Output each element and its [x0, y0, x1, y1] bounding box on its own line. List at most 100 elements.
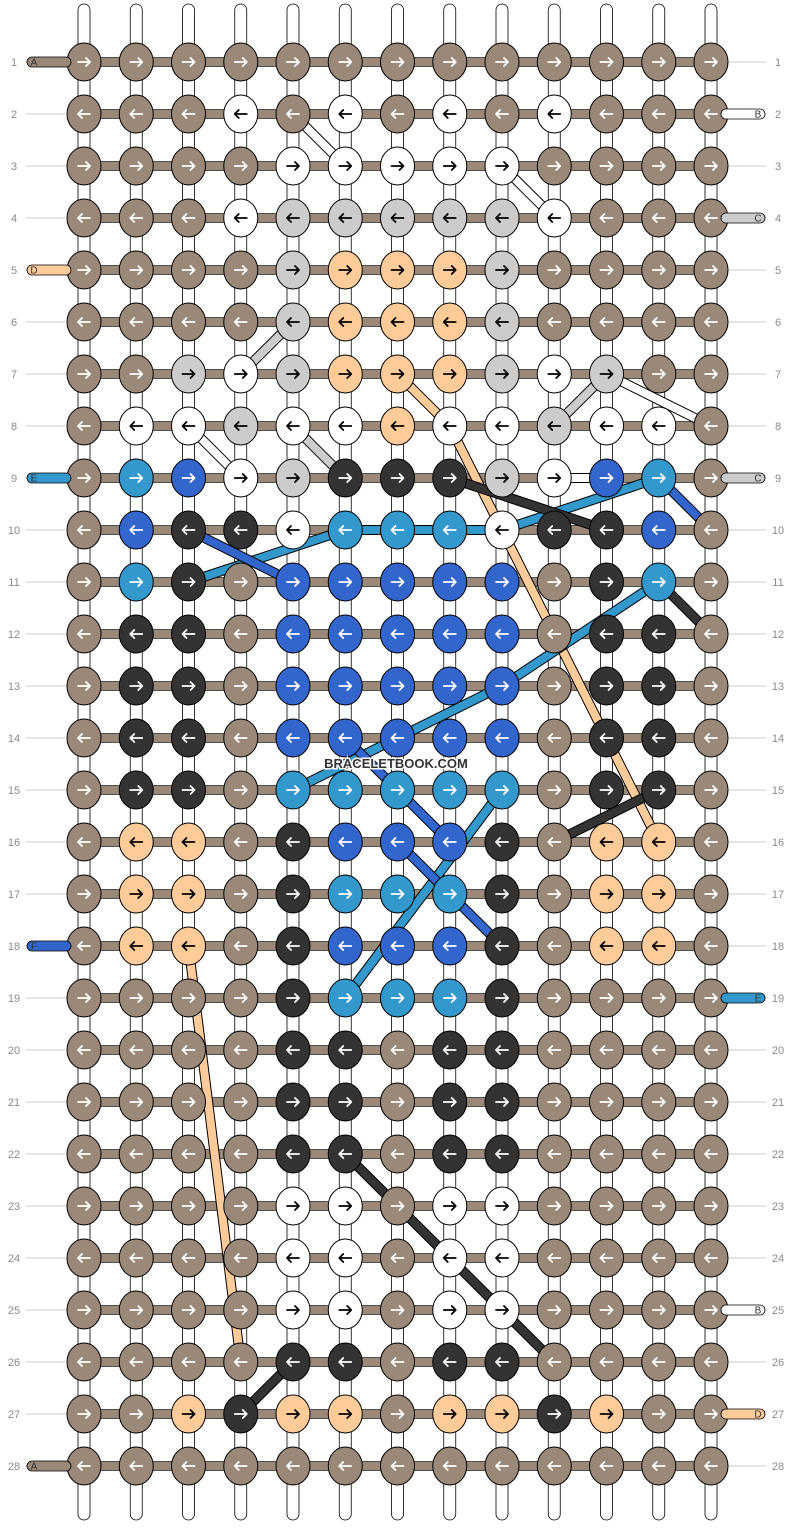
knot[interactable] [327, 250, 363, 290]
knot[interactable] [484, 42, 520, 82]
knot[interactable] [432, 94, 468, 134]
knot[interactable] [223, 926, 259, 966]
knot[interactable] [432, 510, 468, 550]
knot[interactable] [589, 1134, 624, 1174]
knot[interactable] [223, 666, 259, 706]
knot[interactable] [66, 1186, 102, 1226]
knot[interactable] [223, 1394, 259, 1434]
knot[interactable] [589, 1082, 624, 1122]
knot[interactable] [275, 458, 311, 498]
knot[interactable] [693, 666, 729, 706]
knot[interactable] [641, 1186, 677, 1226]
knot[interactable] [118, 562, 154, 602]
knot[interactable] [484, 354, 520, 394]
knot[interactable] [380, 94, 415, 134]
knot[interactable] [432, 146, 468, 186]
knot[interactable] [223, 1446, 259, 1486]
knot[interactable] [223, 1238, 259, 1278]
knot[interactable] [118, 978, 154, 1018]
knot[interactable] [118, 250, 154, 290]
knot[interactable] [66, 822, 102, 862]
knot[interactable] [171, 146, 206, 186]
knot[interactable] [223, 198, 259, 238]
knot[interactable] [380, 1394, 415, 1434]
knot[interactable] [589, 718, 624, 758]
knot[interactable] [484, 1134, 520, 1174]
knot[interactable] [118, 302, 154, 342]
knot[interactable] [641, 94, 677, 134]
knot[interactable] [327, 874, 363, 914]
knot[interactable] [589, 1290, 624, 1330]
knot[interactable] [536, 562, 572, 602]
knot[interactable] [275, 666, 311, 706]
knot[interactable] [275, 510, 311, 550]
knot[interactable] [66, 510, 102, 550]
knot[interactable] [536, 1134, 572, 1174]
knot[interactable] [380, 614, 415, 654]
knot[interactable] [432, 614, 468, 654]
knot[interactable] [380, 354, 415, 394]
knot[interactable] [327, 926, 363, 966]
knot[interactable] [641, 822, 677, 862]
knot[interactable] [118, 614, 154, 654]
knot[interactable] [223, 1342, 259, 1382]
knot[interactable] [275, 1238, 311, 1278]
knot[interactable] [432, 1394, 468, 1434]
knot[interactable] [118, 354, 154, 394]
knot[interactable] [536, 770, 572, 810]
knot[interactable] [641, 666, 677, 706]
knot[interactable] [536, 926, 572, 966]
knot[interactable] [118, 1134, 154, 1174]
knot[interactable] [641, 1394, 677, 1434]
knot[interactable] [275, 406, 311, 446]
knot[interactable] [589, 1186, 624, 1226]
knot[interactable] [380, 1238, 415, 1278]
knot[interactable] [118, 406, 154, 446]
knot[interactable] [66, 874, 102, 914]
knot[interactable] [484, 874, 520, 914]
knot[interactable] [380, 1290, 415, 1330]
knot[interactable] [66, 406, 102, 446]
knot[interactable] [327, 770, 363, 810]
knot[interactable] [275, 94, 311, 134]
knot[interactable] [223, 874, 259, 914]
knot[interactable] [484, 406, 520, 446]
knot[interactable] [223, 614, 259, 654]
knot[interactable] [327, 42, 363, 82]
knot[interactable] [118, 822, 154, 862]
knot[interactable] [536, 874, 572, 914]
knot[interactable] [171, 666, 206, 706]
knot[interactable] [118, 198, 154, 238]
knot[interactable] [118, 1290, 154, 1330]
knot[interactable] [641, 1030, 677, 1070]
knot[interactable] [380, 198, 415, 238]
knot[interactable] [641, 250, 677, 290]
knot[interactable] [171, 1134, 206, 1174]
knot[interactable] [223, 146, 259, 186]
knot[interactable] [118, 926, 154, 966]
knot[interactable] [589, 1238, 624, 1278]
knot[interactable] [223, 510, 259, 550]
knot[interactable] [275, 822, 311, 862]
knot[interactable] [536, 302, 572, 342]
knot[interactable] [380, 770, 415, 810]
knot[interactable] [327, 1290, 363, 1330]
knot[interactable] [432, 406, 468, 446]
knot[interactable] [171, 978, 206, 1018]
knot[interactable] [484, 1030, 520, 1070]
knot[interactable] [118, 1446, 154, 1486]
knot[interactable] [171, 562, 206, 602]
knot[interactable] [589, 146, 624, 186]
knot[interactable] [118, 42, 154, 82]
knot[interactable] [275, 874, 311, 914]
knot[interactable] [589, 1394, 624, 1434]
knot[interactable] [432, 1342, 468, 1382]
knot[interactable] [223, 1030, 259, 1070]
knot[interactable] [432, 1134, 468, 1174]
knot[interactable] [693, 1238, 729, 1278]
knot[interactable] [275, 770, 311, 810]
knot[interactable] [484, 1446, 520, 1486]
knot[interactable] [223, 1186, 259, 1226]
knot[interactable] [66, 94, 102, 134]
knot[interactable] [380, 250, 415, 290]
